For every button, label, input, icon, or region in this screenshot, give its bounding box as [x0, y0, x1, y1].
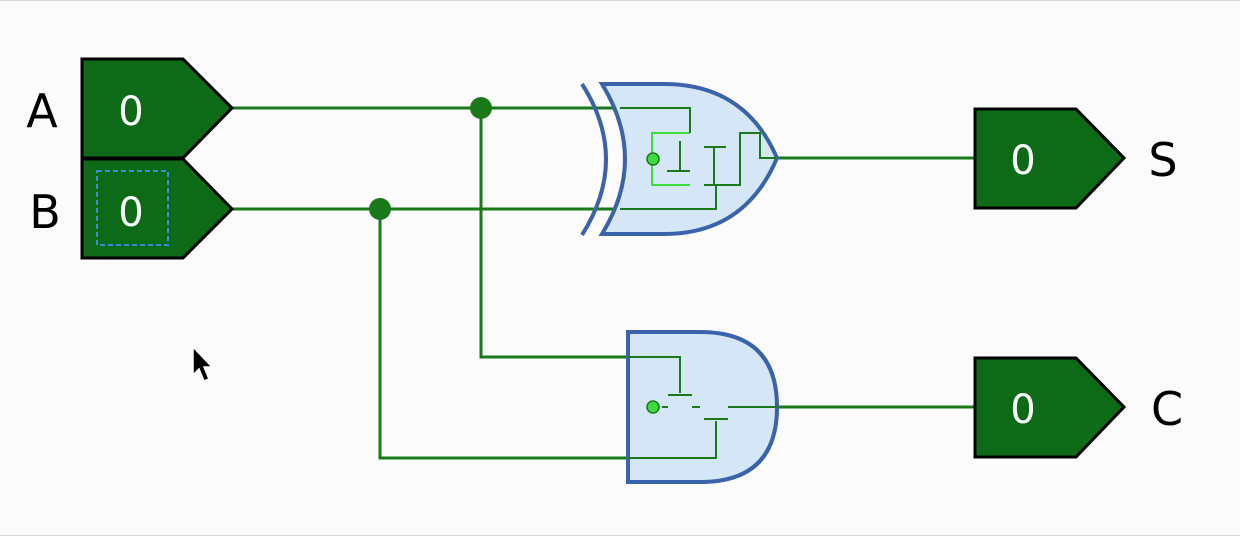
output-pin-s-value: 0 [1010, 138, 1035, 184]
and-gate[interactable] [626, 330, 780, 484]
xor-gate[interactable] [580, 82, 780, 237]
output-label-s: S [1148, 133, 1177, 187]
output-pin-s: 0 [973, 107, 1127, 210]
output-pin-c: 0 [973, 356, 1127, 459]
xor-gate-input-dot [646, 152, 660, 166]
output-pin-c-value: 0 [1010, 387, 1035, 433]
xor-gate-back-curve [580, 82, 608, 237]
wires [232, 97, 975, 460]
input-pin-b-focus-box [96, 170, 169, 246]
wire-b-to-and [378, 209, 628, 460]
input-pin-b-body [80, 157, 235, 260]
output-label-c: C [1151, 382, 1183, 436]
input-pin-a-body [80, 57, 235, 160]
input-pin-a-value: 0 [118, 89, 143, 135]
output-pin-s-body [973, 107, 1127, 210]
input-pin-b[interactable]: 0 [80, 157, 235, 260]
and-gate-internals [628, 356, 777, 459]
pointer-arrow-icon [192, 345, 214, 382]
xor-gate-body [598, 82, 780, 236]
output-pin-c-body [973, 356, 1127, 459]
and-gate-input-dot [646, 400, 660, 414]
input-label-b: B [29, 185, 61, 239]
input-label-a: A [26, 84, 58, 138]
junction-b [369, 198, 391, 220]
wire-a-to-and [479, 108, 628, 359]
input-pin-b-value: 0 [118, 190, 143, 236]
junction-a [470, 97, 492, 119]
xor-gate-internals [620, 107, 777, 210]
input-pin-a[interactable]: 0 [80, 57, 235, 160]
